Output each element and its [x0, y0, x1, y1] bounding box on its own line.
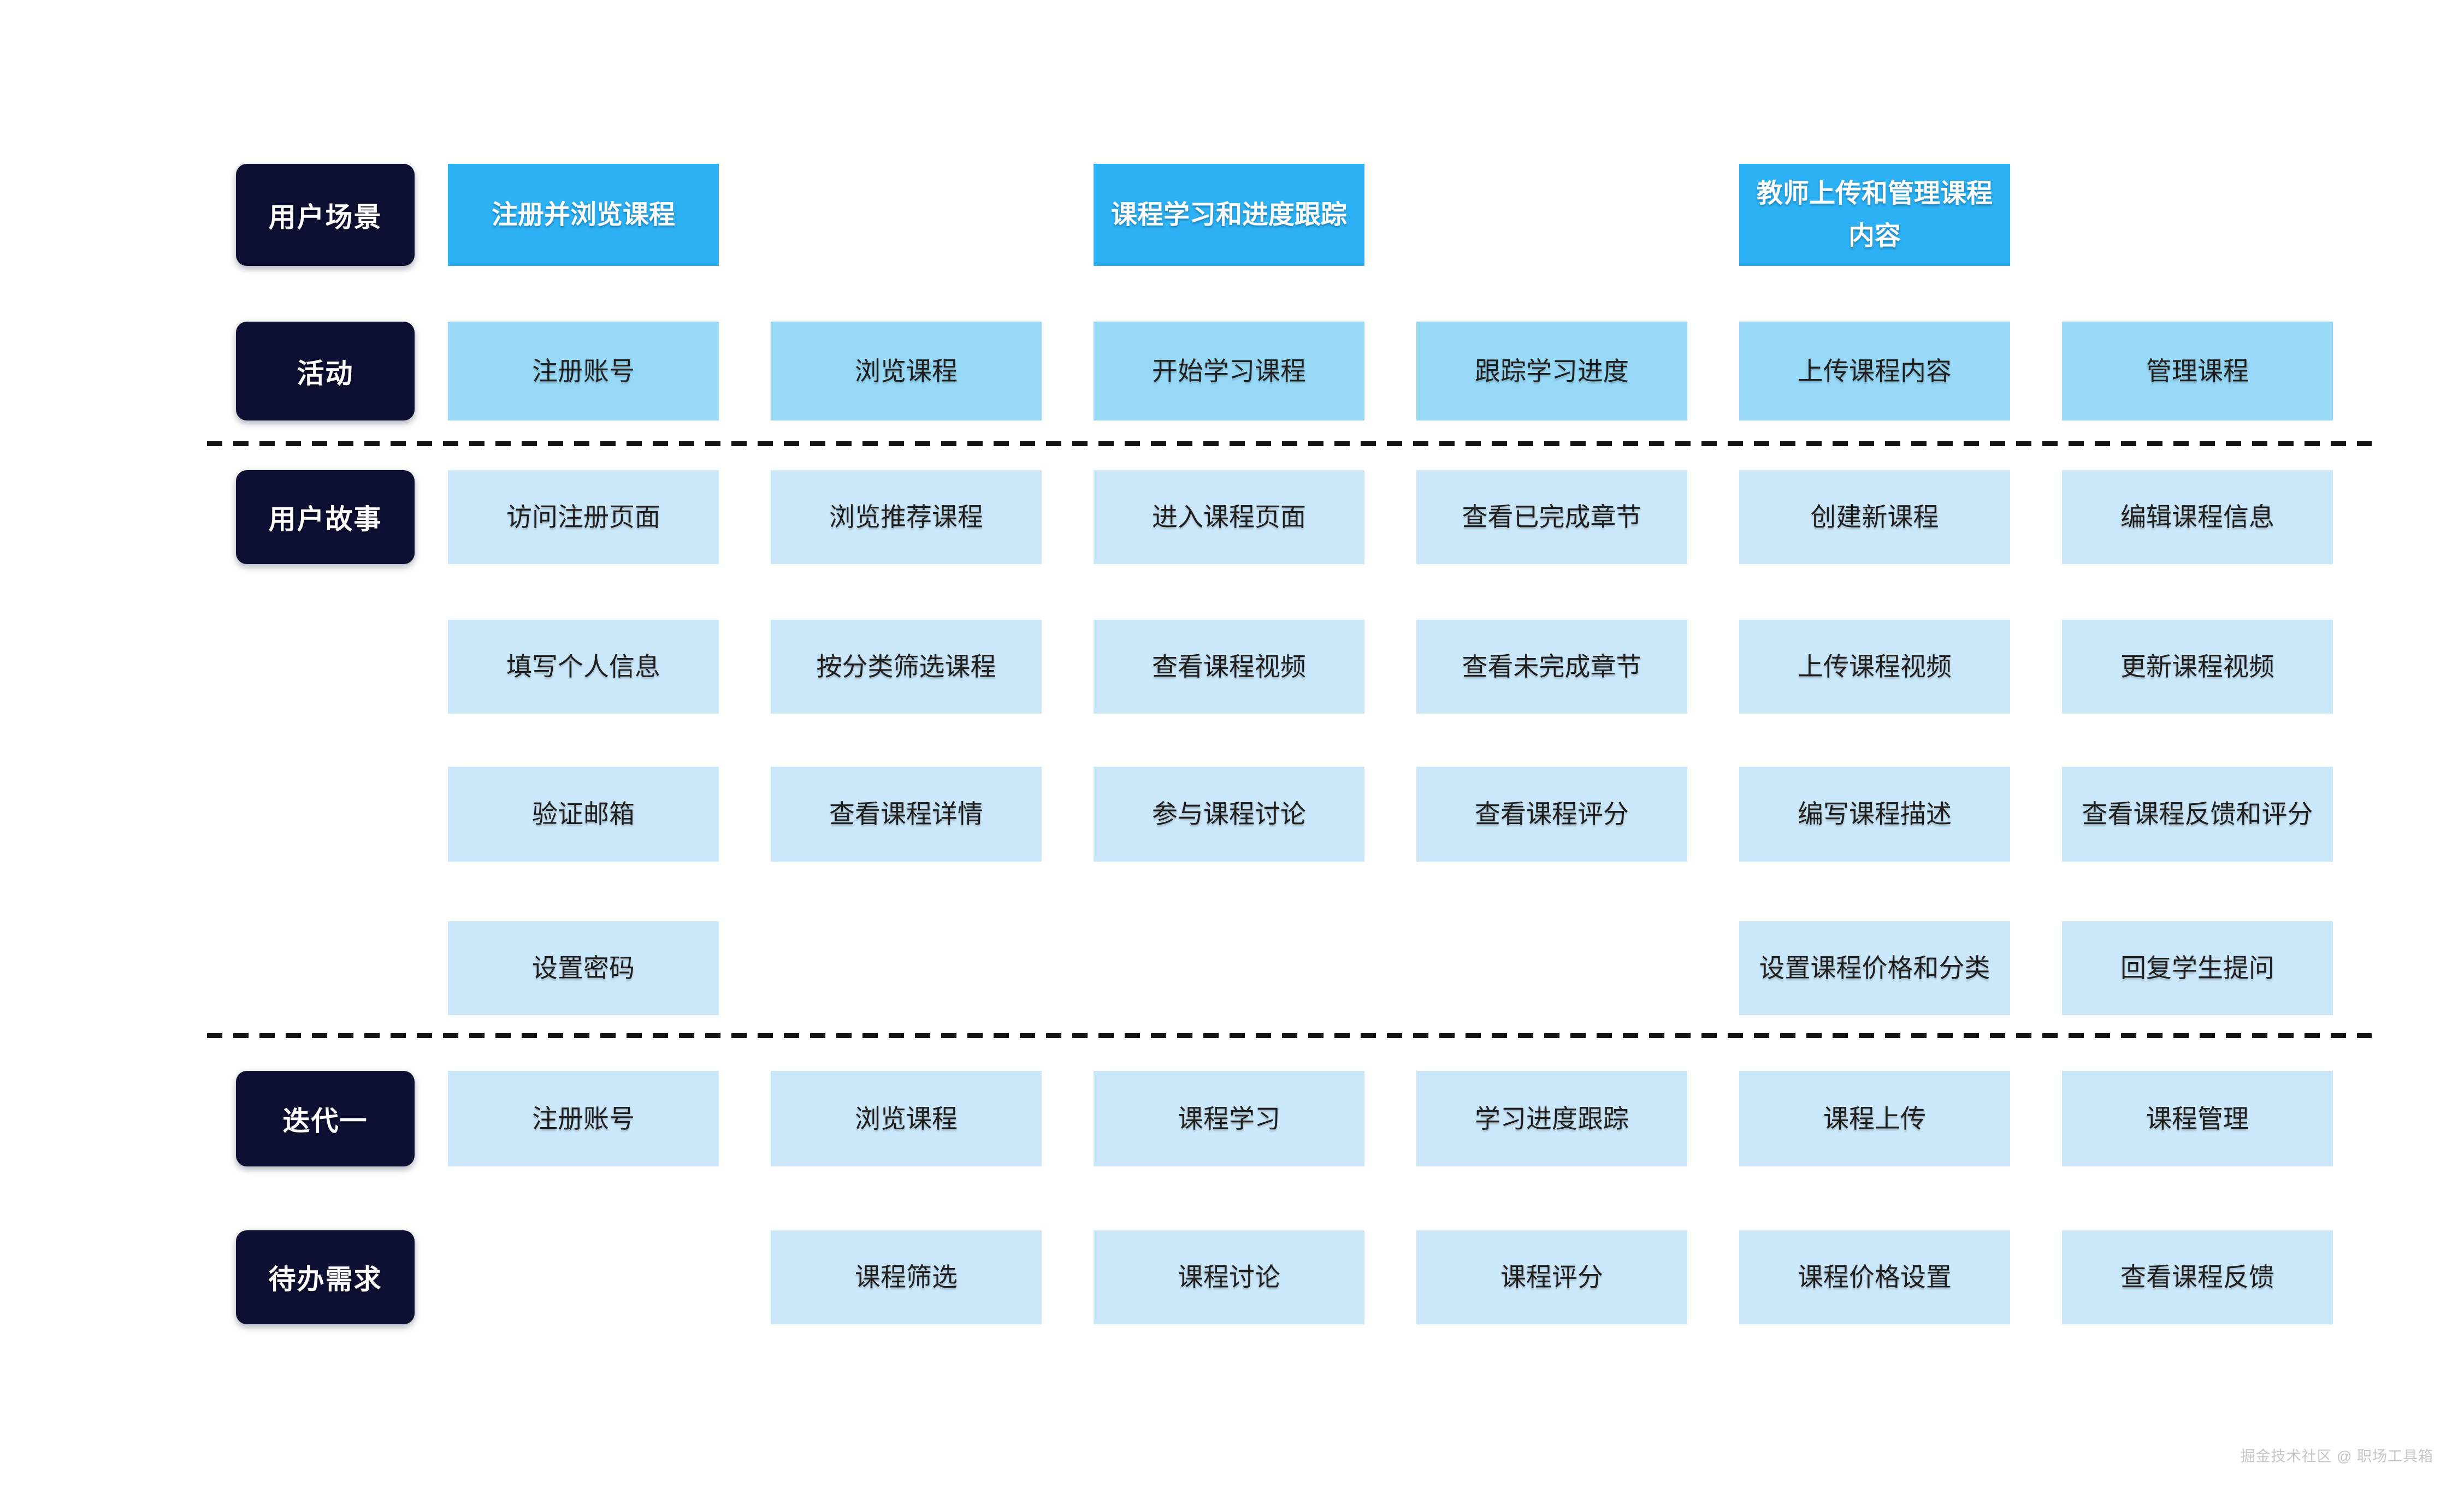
dashed-separator-bottom: [207, 1033, 2372, 1038]
iteration-card: 课程上传: [1739, 1071, 2010, 1166]
iteration-card: 浏览课程: [771, 1071, 1042, 1166]
story-card: 设置密码: [448, 921, 719, 1015]
row-user-scenario: 用户场景 注册并浏览课程 课程学习和进度跟踪 教师上传和管理课程内容: [236, 164, 2385, 266]
activity-card: 注册账号: [448, 322, 719, 420]
activity-card: 浏览课程: [771, 322, 1042, 420]
row-user-story-3: 验证邮箱 查看课程详情 参与课程讨论 查看课程评分 编写课程描述 查看课程反馈和…: [236, 767, 2385, 862]
activity-card: 跟踪学习进度: [1416, 322, 1687, 420]
story-card: 查看已完成章节: [1416, 470, 1687, 564]
iteration-card: 课程管理: [2062, 1071, 2333, 1166]
story-card: 设置课程价格和分类: [1739, 921, 2010, 1015]
story-card: 浏览推荐课程: [771, 470, 1042, 564]
story-card: 查看未完成章节: [1416, 620, 1687, 714]
backlog-card: 课程讨论: [1094, 1230, 1364, 1324]
activity-card: 开始学习课程: [1094, 322, 1364, 420]
story-card: 进入课程页面: [1094, 470, 1364, 564]
story-card: 访问注册页面: [448, 470, 719, 564]
backlog-card: 课程评分: [1416, 1230, 1687, 1324]
row-label-user-scenario: 用户场景: [236, 164, 415, 266]
story-card: 回复学生提问: [2062, 921, 2333, 1015]
backlog-card: 课程价格设置: [1739, 1230, 2010, 1324]
activity-card: 上传课程内容: [1739, 322, 2010, 420]
row-label-user-story: 用户故事: [236, 470, 415, 564]
story-card: 查看课程反馈和评分: [2062, 767, 2333, 862]
row-label-iteration-1: 迭代一: [236, 1071, 415, 1166]
activity-card: 管理课程: [2062, 322, 2333, 420]
row-backlog: 待办需求 课程筛选 课程讨论 课程评分 课程价格设置 查看课程反馈: [236, 1230, 2385, 1324]
row-label-activity: 活动: [236, 322, 415, 420]
story-card: 按分类筛选课程: [771, 620, 1042, 714]
scenario-card: 教师上传和管理课程内容: [1739, 164, 2010, 266]
story-card: 验证邮箱: [448, 767, 719, 862]
story-card: 编写课程描述: [1739, 767, 2010, 862]
story-card: 查看课程视频: [1094, 620, 1364, 714]
row-user-story-1: 用户故事 访问注册页面 浏览推荐课程 进入课程页面 查看已完成章节 创建新课程 …: [236, 470, 2385, 564]
story-card: 查看课程详情: [771, 767, 1042, 862]
story-card: 参与课程讨论: [1094, 767, 1364, 862]
row-label-backlog: 待办需求: [236, 1230, 415, 1324]
dashed-separator-top: [207, 441, 2372, 446]
story-card: 创建新课程: [1739, 470, 2010, 564]
story-card: 填写个人信息: [448, 620, 719, 714]
story-card: 查看课程评分: [1416, 767, 1687, 862]
row-activity: 活动 注册账号 浏览课程 开始学习课程 跟踪学习进度 上传课程内容 管理课程: [236, 322, 2385, 420]
scenario-card: 注册并浏览课程: [448, 164, 719, 266]
iteration-card: 课程学习: [1094, 1071, 1364, 1166]
backlog-card: 课程筛选: [771, 1230, 1042, 1324]
row-iteration-1: 迭代一 注册账号 浏览课程 课程学习 学习进度跟踪 课程上传 课程管理: [236, 1071, 2385, 1166]
backlog-card: 查看课程反馈: [2062, 1230, 2333, 1324]
row-user-story-4: 设置密码 设置课程价格和分类 回复学生提问: [236, 921, 2385, 1015]
story-card: 编辑课程信息: [2062, 470, 2333, 564]
story-card: 上传课程视频: [1739, 620, 2010, 714]
story-card: 更新课程视频: [2062, 620, 2333, 714]
iteration-card: 注册账号: [448, 1071, 719, 1166]
iteration-card: 学习进度跟踪: [1416, 1071, 1687, 1166]
row-user-story-2: 填写个人信息 按分类筛选课程 查看课程视频 查看未完成章节 上传课程视频 更新课…: [236, 620, 2385, 714]
scenario-card: 课程学习和进度跟踪: [1094, 164, 1364, 266]
watermark: 掘金技术社区 @ 职场工具箱: [2240, 1448, 2433, 1465]
